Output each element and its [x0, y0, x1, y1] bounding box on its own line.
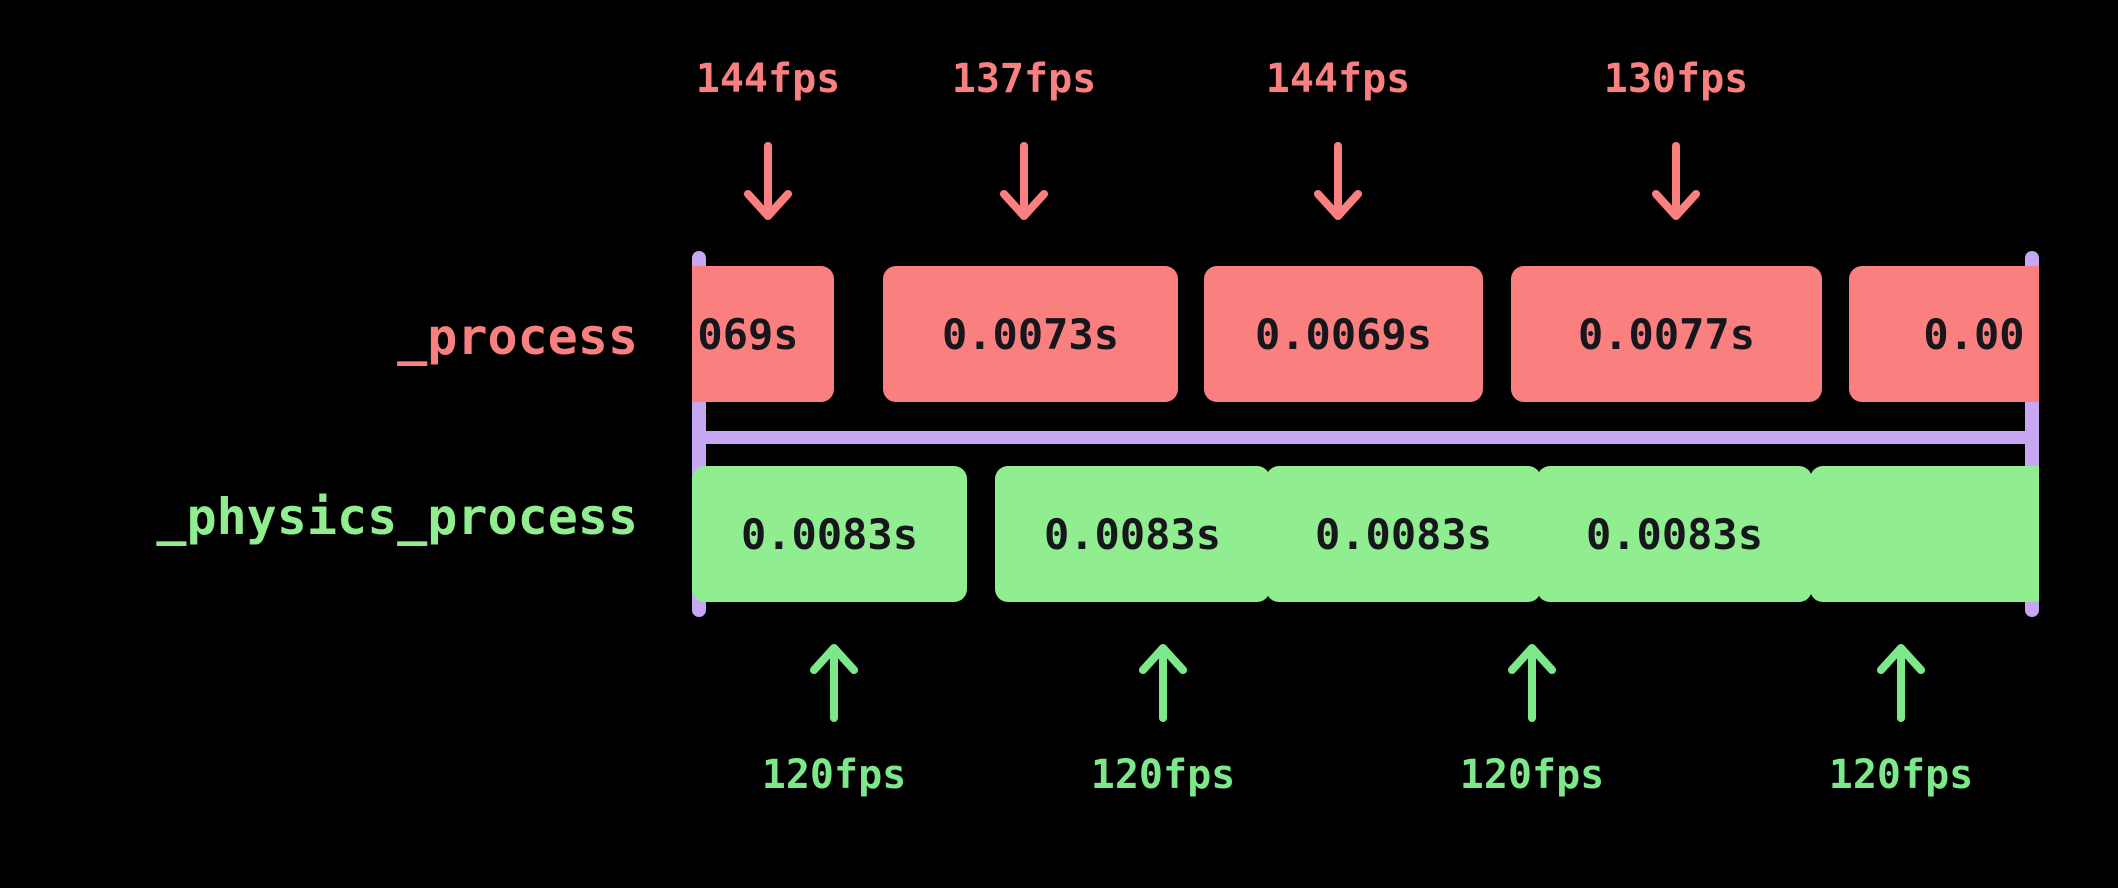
timeline-block: 0.0073s — [883, 266, 1178, 402]
timeline-block: 0.0069s — [1204, 266, 1483, 402]
arrow-down-icon — [1308, 138, 1368, 228]
fps-annotation-physics: 120fps — [1828, 752, 1974, 798]
fps-annotation-physics: 120fps — [761, 752, 907, 798]
row-label-process: _process — [397, 308, 638, 366]
fps-annotation-process: 137fps — [951, 56, 1097, 102]
timeline-block: 0.0083s — [1537, 466, 1812, 602]
timeline-block — [1810, 466, 2039, 602]
fps-annotation-process: 130fps — [1603, 56, 1749, 102]
timeline-block: 0.0083s — [692, 466, 967, 602]
timeline-block: 0.0077s — [1511, 266, 1822, 402]
arrow-up-icon — [1133, 640, 1193, 730]
fps-annotation-process: 144fps — [695, 56, 841, 102]
fps-annotation-physics: 120fps — [1090, 752, 1236, 798]
timeline-block: 0.00 — [1849, 266, 2039, 402]
fps-annotation-physics: 120fps — [1459, 752, 1605, 798]
arrow-up-icon — [1871, 640, 1931, 730]
arrow-down-icon — [1646, 138, 1706, 228]
fps-annotation-process: 144fps — [1265, 56, 1411, 102]
row-label-physics-process: _physics_process — [156, 488, 638, 546]
timeline-block: 069s — [692, 266, 834, 402]
arrow-up-icon — [804, 640, 864, 730]
arrow-up-icon — [1502, 640, 1562, 730]
arrow-down-icon — [738, 138, 798, 228]
arrow-down-icon — [994, 138, 1054, 228]
timeline-frame-divider — [692, 431, 2039, 444]
timeline-block: 0.0083s — [1266, 466, 1541, 602]
timeline-block: 0.0083s — [995, 466, 1270, 602]
